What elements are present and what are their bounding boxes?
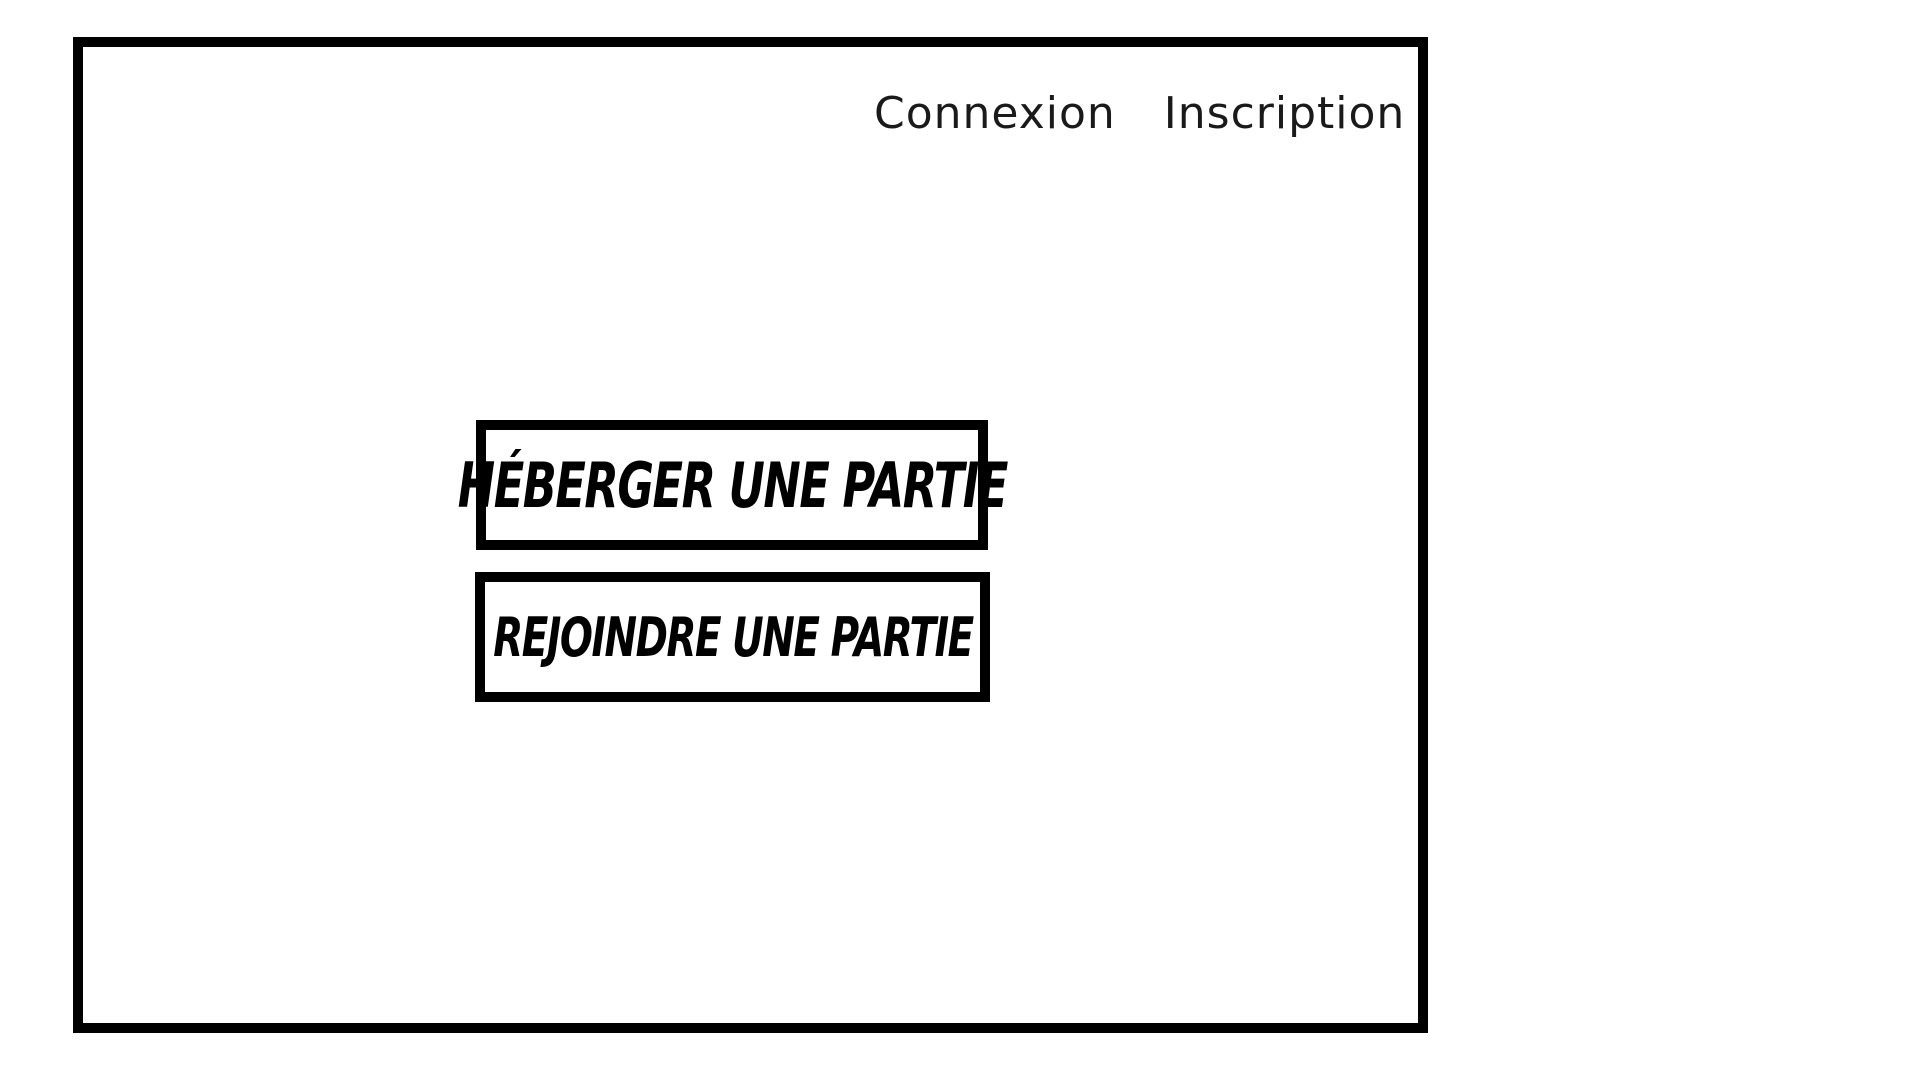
host-game-label: Héberger une partie (457, 448, 1008, 522)
join-game-label: Rejoindre une partie (492, 605, 974, 669)
login-link[interactable]: Connexion (874, 88, 1116, 139)
host-game-button[interactable]: Héberger une partie (457, 420, 1008, 550)
join-game-button[interactable]: Rejoindre une partie (475, 572, 990, 702)
top-nav: Connexion Inscription (874, 88, 1405, 139)
signup-link[interactable]: Inscription (1163, 88, 1406, 139)
